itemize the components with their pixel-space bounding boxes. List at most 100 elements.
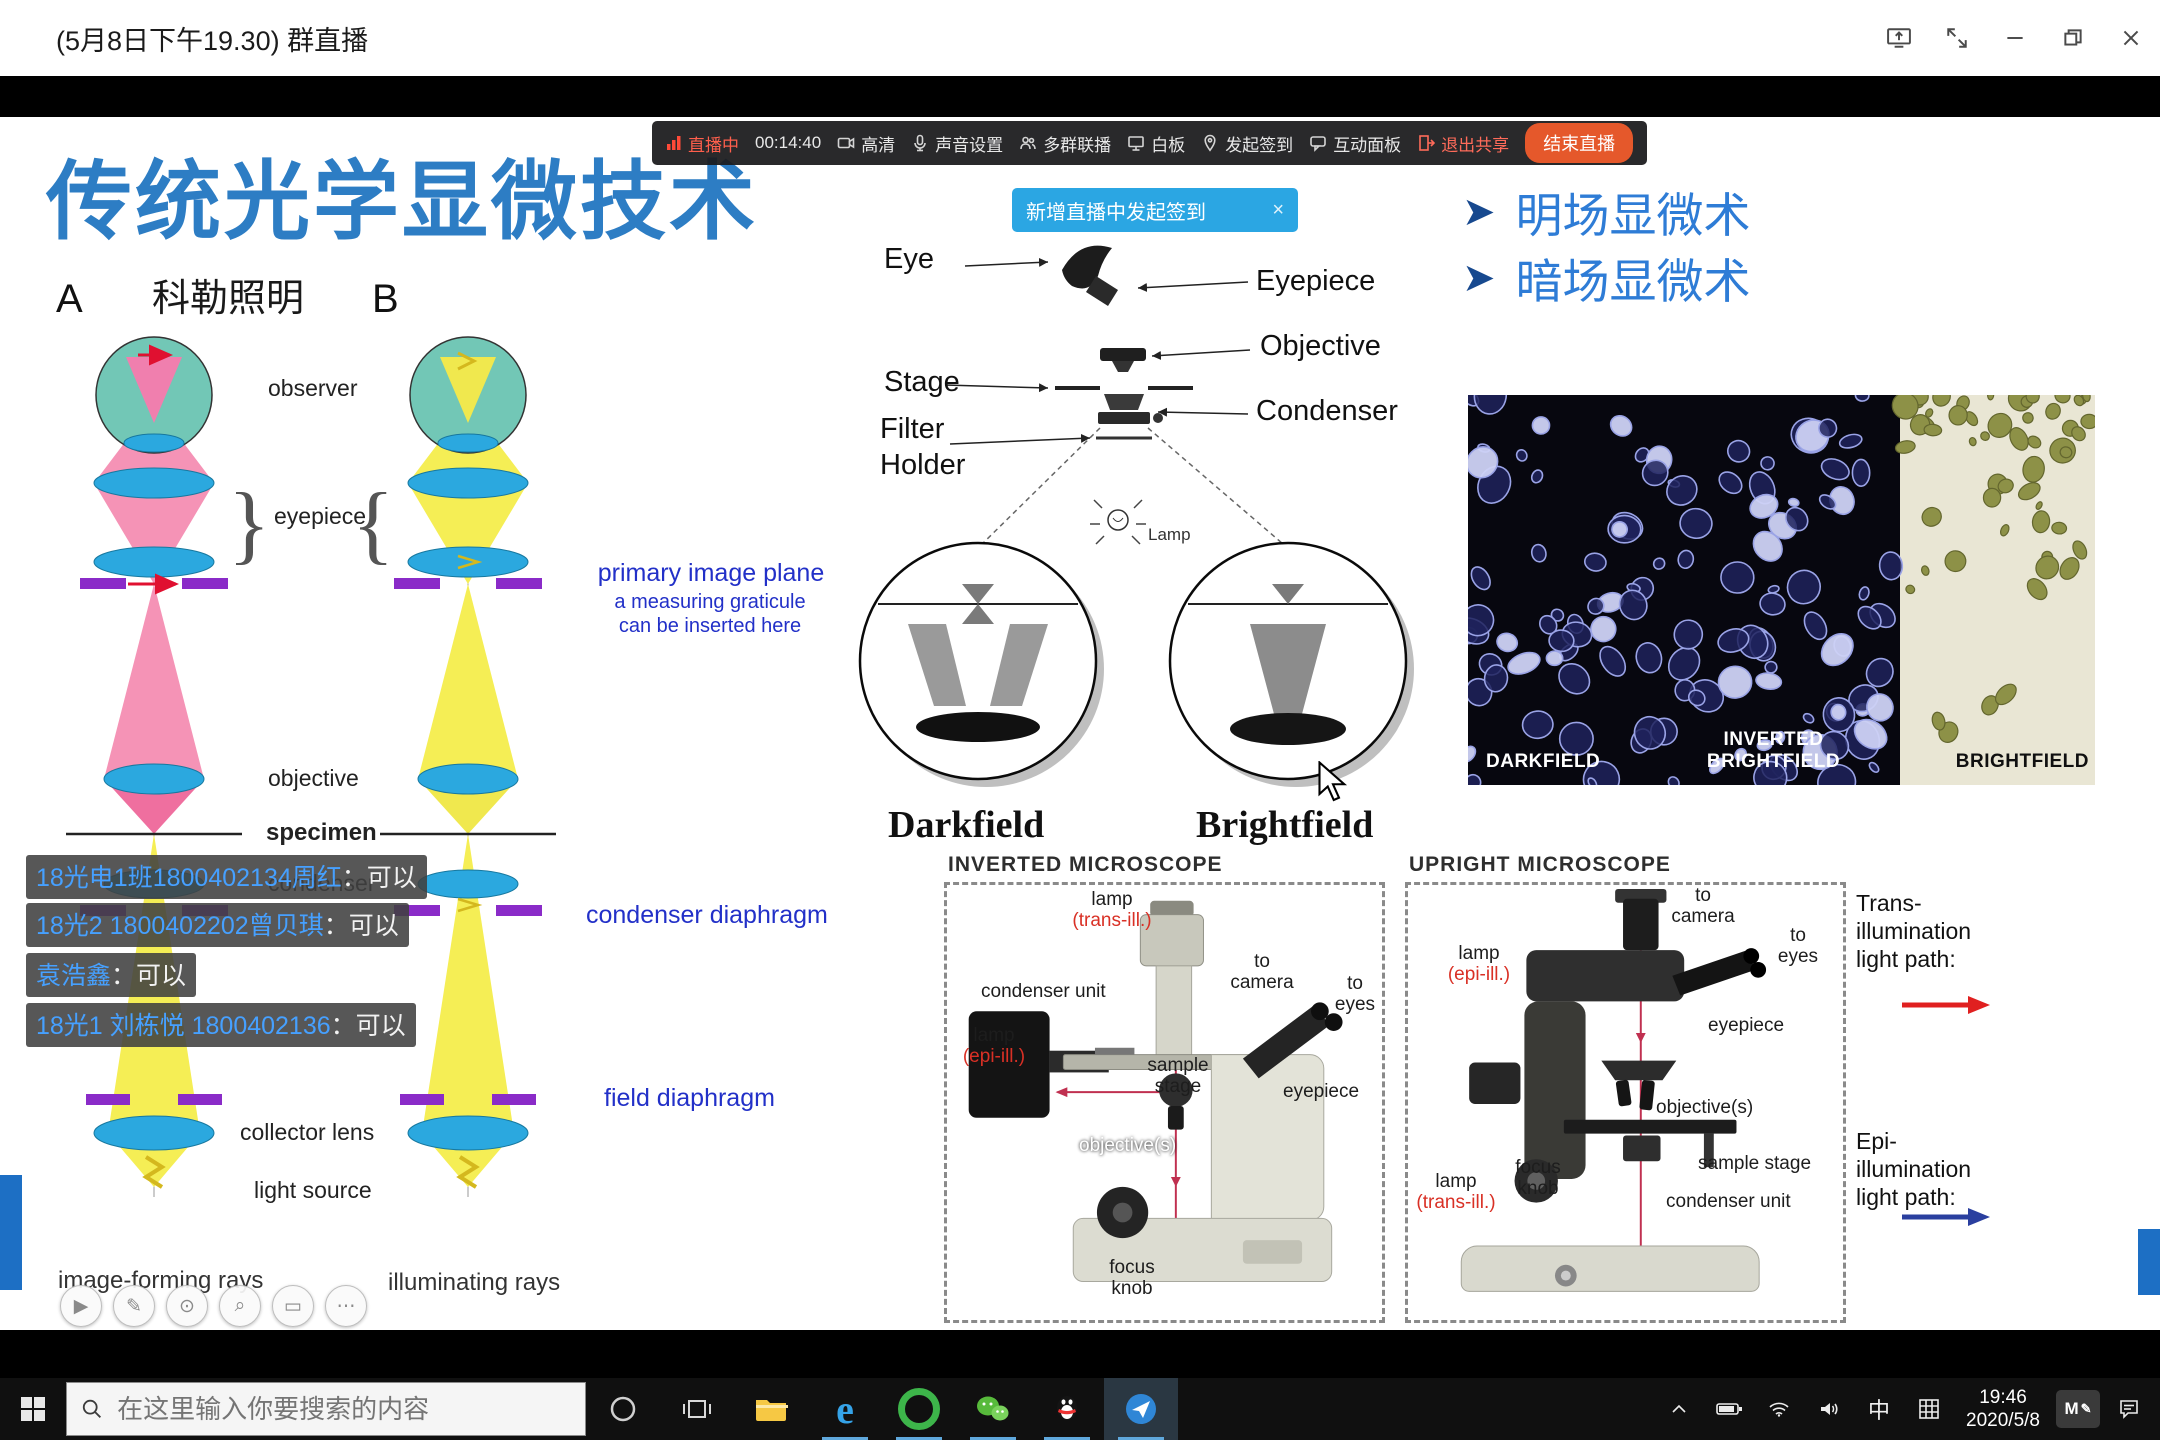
wifi-icon[interactable] [1758,1378,1800,1440]
whiteboard-button[interactable]: 白板 [1127,131,1185,156]
interaction-panel-button[interactable]: 互动面板 [1309,131,1401,156]
panel-icon [1310,136,1326,152]
chat-message: 18光电1班1800402134周红：可以 [26,855,427,899]
schematic-label-eye: Eye [884,243,934,275]
more-tool[interactable]: ⋯ [325,1285,367,1327]
camera-icon [837,137,855,149]
wechat-button[interactable] [956,1378,1030,1440]
browser-button[interactable] [882,1378,956,1440]
kohler-column-a: A [56,277,83,321]
up-label-eyepiece: eyepiece [1708,1015,1785,1036]
taskbar-search[interactable] [66,1382,586,1436]
end-live-button[interactable]: 结束直播 [1525,123,1634,163]
tray-chevron-up-icon[interactable] [1658,1378,1700,1440]
up-label-objectives: objective(s) [1656,1097,1754,1118]
slide-right-accent-bar [2138,1229,2160,1295]
label-eyepiece: eyepiece [274,503,367,529]
svg-text:{: { [352,476,394,573]
micrograph-label-darkfield: DARKFIELD [1486,751,1601,772]
qq-icon [1057,1396,1077,1420]
volume-icon[interactable] [1808,1378,1850,1440]
caption-darkfield: Darkfield [888,804,1045,846]
live-app-icon [1126,1394,1156,1424]
wechat-icon [977,1396,1009,1421]
present-icon[interactable] [1870,0,1928,76]
clock-date: 2020/5/8 [1966,1410,2040,1431]
taskbar: e [0,1378,2160,1440]
caption-illuminating-rays: illuminating rays [388,1269,561,1296]
caption-brightfield: Brightfield [1196,804,1374,846]
minimize-button[interactable] [1986,0,2044,76]
label-specimen: specimen [266,819,377,846]
live-app-button[interactable] [1104,1378,1178,1440]
multi-group-button[interactable]: 多群联播 [1019,131,1111,156]
file-explorer-icon [756,1400,788,1421]
epi-illumination-label: Epi- illumination light path: [1856,1128,1972,1210]
micrograph-image: DARKFIELD INVERTED BRIGHTFIELD BRIGHTFIE… [1468,395,2095,785]
label-collector-lens: collector lens [240,1119,375,1145]
inv-label-lamp-trans: lamp (trans-ill.) [1072,889,1152,931]
action-center-icon[interactable] [2108,1378,2150,1440]
start-button[interactable] [0,1378,66,1440]
hd-quality-button[interactable]: 高清 [837,131,895,156]
system-tray: 中 19:46 2020/5/8 M✎ [1658,1378,2160,1440]
window-controls [1870,0,2160,76]
edge-icon: e [836,1386,854,1432]
chat-message: 18光1 刘栋悦 1800402136：可以 [26,1003,416,1047]
upright-scope-drawing [1460,888,1767,1292]
taskbar-clock[interactable]: 19:46 2020/5/8 [1958,1386,2048,1432]
trans-illumination-label: Trans- illumination light path: [1856,890,1972,972]
mouse-cursor [1318,761,1348,802]
mic-icon [914,134,926,152]
task-view-button[interactable] [660,1378,734,1440]
audio-settings-button[interactable]: 声音设置 [911,131,1003,156]
exit-share-button[interactable]: 退出共享 [1417,131,1509,156]
schematic-label-stage: Stage [884,366,960,398]
schematic-label-condenser: Condenser [1256,395,1398,427]
chat-message: 袁浩鑫：可以 [26,953,197,997]
kohler-diagram: } { [66,336,556,1197]
cortana-button[interactable] [586,1378,660,1440]
svg-text:}: } [228,476,270,573]
page-tool[interactable]: ▶ [60,1285,102,1327]
board-tool[interactable]: ▭ [272,1285,314,1327]
micrograph-cells [1468,395,2095,785]
up-label-lamp-trans: lamp (trans-ill.) [1416,1171,1496,1213]
qq-button[interactable] [1030,1378,1104,1440]
search-input[interactable] [115,1392,571,1426]
edge-button[interactable]: e [808,1378,882,1440]
micrograph-label-brightfield: BRIGHTFIELD [1955,751,2089,772]
notification-close-icon[interactable]: × [1272,198,1284,221]
pen-tool[interactable]: ✎ [113,1285,155,1327]
inv-label-condenser: condenser unit [981,981,1106,1002]
ime-language-indicator[interactable]: 中 [1868,1398,1891,1423]
people-icon [1020,136,1036,150]
zoom-tool[interactable]: ⌕ [219,1285,261,1327]
close-button[interactable] [2102,0,2160,76]
battery-icon[interactable] [1708,1378,1750,1440]
window-title: (5月8日下午19.30) 群直播 [56,25,369,56]
ime-grid-icon[interactable] [1908,1378,1950,1440]
label-field-diaphragm: field diaphragm [604,1084,775,1112]
fullscreen-icon[interactable] [1928,0,1986,76]
elapsed-time: 00:14:40 [755,133,822,152]
check-in-button[interactable]: 发起签到 [1201,131,1293,156]
live-bars-icon [667,136,681,150]
up-label-sample-stage: sample stage [1698,1153,1812,1174]
window-titlebar: (5月8日下午19.30) 群直播 [0,0,2160,76]
file-explorer-button[interactable] [734,1378,808,1440]
upright-scope-title: UPRIGHT MICROSCOPE [1409,853,1671,876]
live-status: 直播中 [666,131,739,156]
pointer-tool[interactable]: ⊙ [166,1285,208,1327]
inv-label-eyepiece: eyepiece [1283,1081,1360,1102]
maximize-button[interactable] [2044,0,2102,76]
microscope-schematic [858,245,1414,787]
clock-time: 19:46 [1979,1387,2027,1408]
ime-toolbar-icon[interactable]: M✎ [2056,1390,2100,1428]
pen-icon: ✎ [2080,1401,2092,1416]
